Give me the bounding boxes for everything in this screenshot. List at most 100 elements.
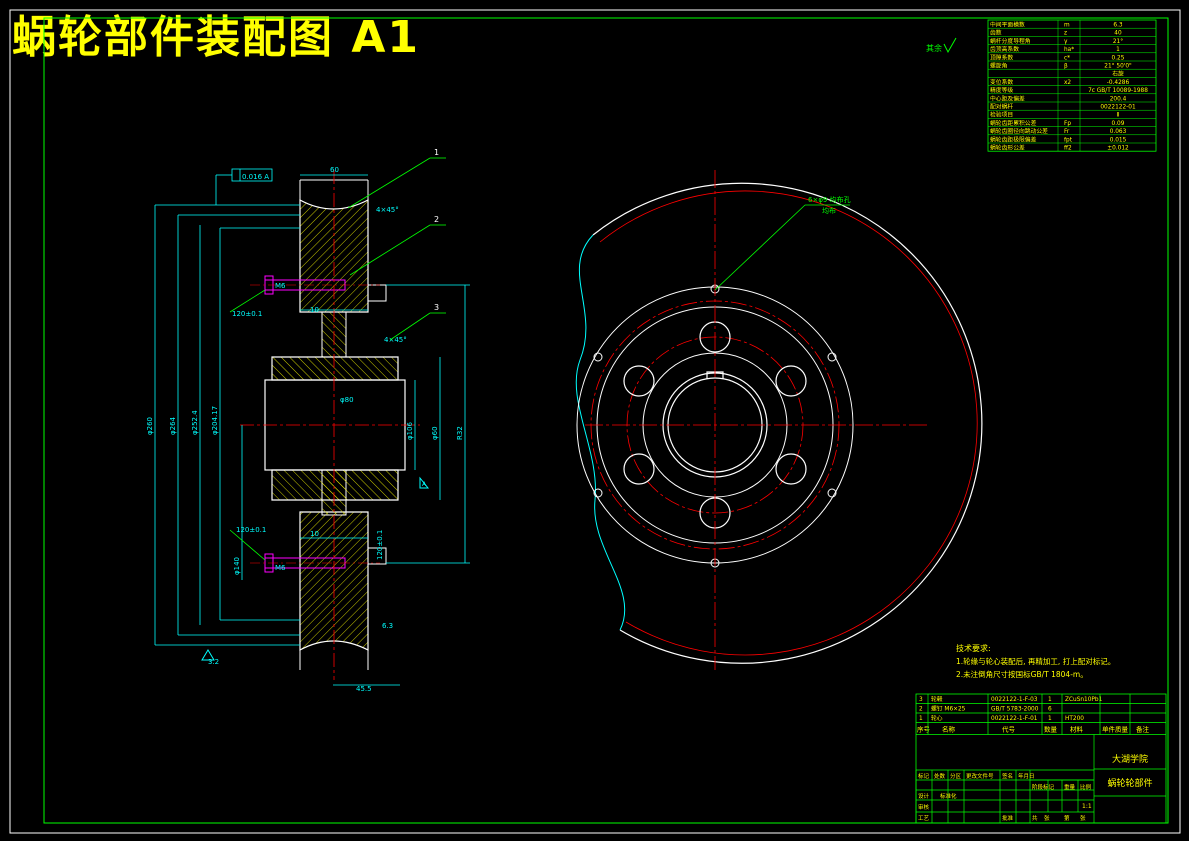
title-block-label: 标准化 (940, 792, 957, 800)
param-table-row: 蜗杆分度导程角 γ 21° (990, 37, 1123, 45)
title-block-label: 分区 (950, 772, 962, 780)
param-symbol: Fp (1064, 121, 1071, 127)
drawing-title: 蜗轮部件装配图 A1 (12, 12, 420, 63)
param-value: 21° (1113, 39, 1123, 45)
dim-dia-outer: φ260 (146, 417, 154, 435)
param-value: 200.4 (1110, 96, 1127, 102)
title-block-label: 批准 (1002, 814, 1014, 822)
title-block-label: 签名 (1002, 772, 1013, 780)
param-name: 顶隙系数 (990, 53, 1013, 61)
param-symbol: z (1064, 31, 1067, 37)
param-table-row: 右旋 (1112, 70, 1124, 78)
dim-screw-top: M6 (275, 282, 286, 290)
title-block-label: 标记 (918, 772, 930, 780)
param-name: 蜗轮齿形公差 (990, 144, 1025, 152)
parts-cell: 3 (919, 697, 923, 703)
section-view: 0.016 A 60 4×45° 4×45° M6 M6 10 10 φ80 1… (146, 148, 470, 693)
parts-cell: 1 (1048, 716, 1052, 722)
school-name: 大湖学院 (1112, 753, 1148, 765)
parts-cell: 0022122-1-F-03 (991, 697, 1038, 703)
param-value: 0.25 (1112, 55, 1125, 61)
title-block-label: 共 (1032, 814, 1038, 822)
param-name: 蜗杆分度导程角 (990, 37, 1031, 45)
tech-req-heading: 技术要求: (956, 643, 991, 653)
dim-dia-5: φ140 (233, 557, 241, 575)
title-block-label: 张 (1080, 814, 1086, 822)
front-view: 6×φ9 均布孔 均布 (575, 170, 983, 670)
dim-dia-4: φ204.17 (211, 406, 219, 435)
param-value: 7c GB/T 10089-1988 (1088, 88, 1148, 94)
param-value: -0.4286 (1107, 80, 1130, 86)
bottom-dim: 45.5 (356, 685, 372, 693)
roughness-note: 其余 (926, 43, 942, 53)
param-name: 中间平面模数 (990, 21, 1025, 29)
param-symbol: ha* (1064, 47, 1074, 53)
dim-dia-6: φ60 (431, 426, 439, 440)
param-symbol: c* (1064, 55, 1070, 61)
parts-header-cell: 数量 (1044, 725, 1058, 734)
rough-1: 3.2 (208, 658, 219, 666)
drawing-name: 蜗轮轮部件 (1107, 777, 1152, 789)
parts-cell: 0022122-1-F-01 (991, 716, 1038, 722)
title-block-label: 第 (1064, 814, 1070, 822)
scale-value: 1:1 (1082, 803, 1092, 810)
parts-cell: 螺钉 M6×25 (931, 705, 966, 713)
outer-frame (9, 9, 1181, 834)
dim-bore: φ80 (340, 396, 354, 404)
param-value: 0.063 (1110, 129, 1127, 135)
title-block-label: 阶段标记 (1032, 783, 1055, 791)
parts-cell: 6 (1048, 707, 1052, 713)
param-symbol: Fr (1064, 129, 1070, 135)
title-block-frame (915, 693, 1167, 824)
parts-cell: GB/T 5783-2000 (991, 707, 1039, 713)
dim-h: 120±0.1 (376, 530, 384, 560)
parts-header-cell: 材料 (1070, 725, 1084, 734)
param-value: ±0.012 (1107, 146, 1129, 152)
parts-header-cell: 名称 (942, 725, 956, 734)
roughness-symbol: 其余 (926, 37, 957, 54)
param-value: 0.015 (1110, 137, 1127, 143)
outer-rim-arc (592, 182, 983, 664)
dim-10-bottom: 10 (310, 530, 319, 538)
param-value: 21° 50'0" (1104, 64, 1132, 70)
param-name: 变位系数 (990, 78, 1013, 86)
param-name: 精度等级 (990, 86, 1013, 94)
technical-requirements: 技术要求: 1.轮缘与轮心装配后, 再精加工, 打上配对标记。 2.未注倒角尺寸… (956, 643, 1115, 679)
dim-screw-label-top: 120±0.1 (232, 310, 262, 318)
dim-r: R32 (456, 426, 464, 440)
dim-dia-hub: φ106 (406, 421, 414, 440)
hub-top (271, 356, 399, 381)
tech-req-item-2: 2.未注倒角尺寸按国标GB/T 1804-m。 (956, 669, 1088, 679)
param-name: 齿数 (990, 29, 1002, 37)
dim-chamfer-top: 4×45° (376, 206, 399, 214)
title-block-label: 比例 (1080, 783, 1092, 791)
title-block-label: 张 (1044, 814, 1050, 822)
parts-cell: 1 (919, 716, 923, 722)
hole-note: 6×φ9 均布孔 (808, 195, 851, 204)
callout-1: 1 (434, 148, 439, 157)
callout-2: 2 (434, 215, 439, 224)
parts-list-header: 序号名称代号数量材料单件质量备注 (917, 725, 1150, 734)
datum-label: A (422, 481, 427, 488)
tech-req-item-1: 1.轮缘与轮心装配后, 再精加工, 打上配对标记。 (956, 656, 1115, 666)
screw-holes (593, 284, 837, 568)
hub-bottom (271, 469, 399, 501)
param-symbol: γ (1064, 39, 1068, 45)
parts-header-cell: 代号 (1002, 725, 1016, 734)
title-block-label: 重量 (1064, 783, 1076, 791)
parts-cell: ZCuSn10Pb1 (1065, 697, 1103, 703)
